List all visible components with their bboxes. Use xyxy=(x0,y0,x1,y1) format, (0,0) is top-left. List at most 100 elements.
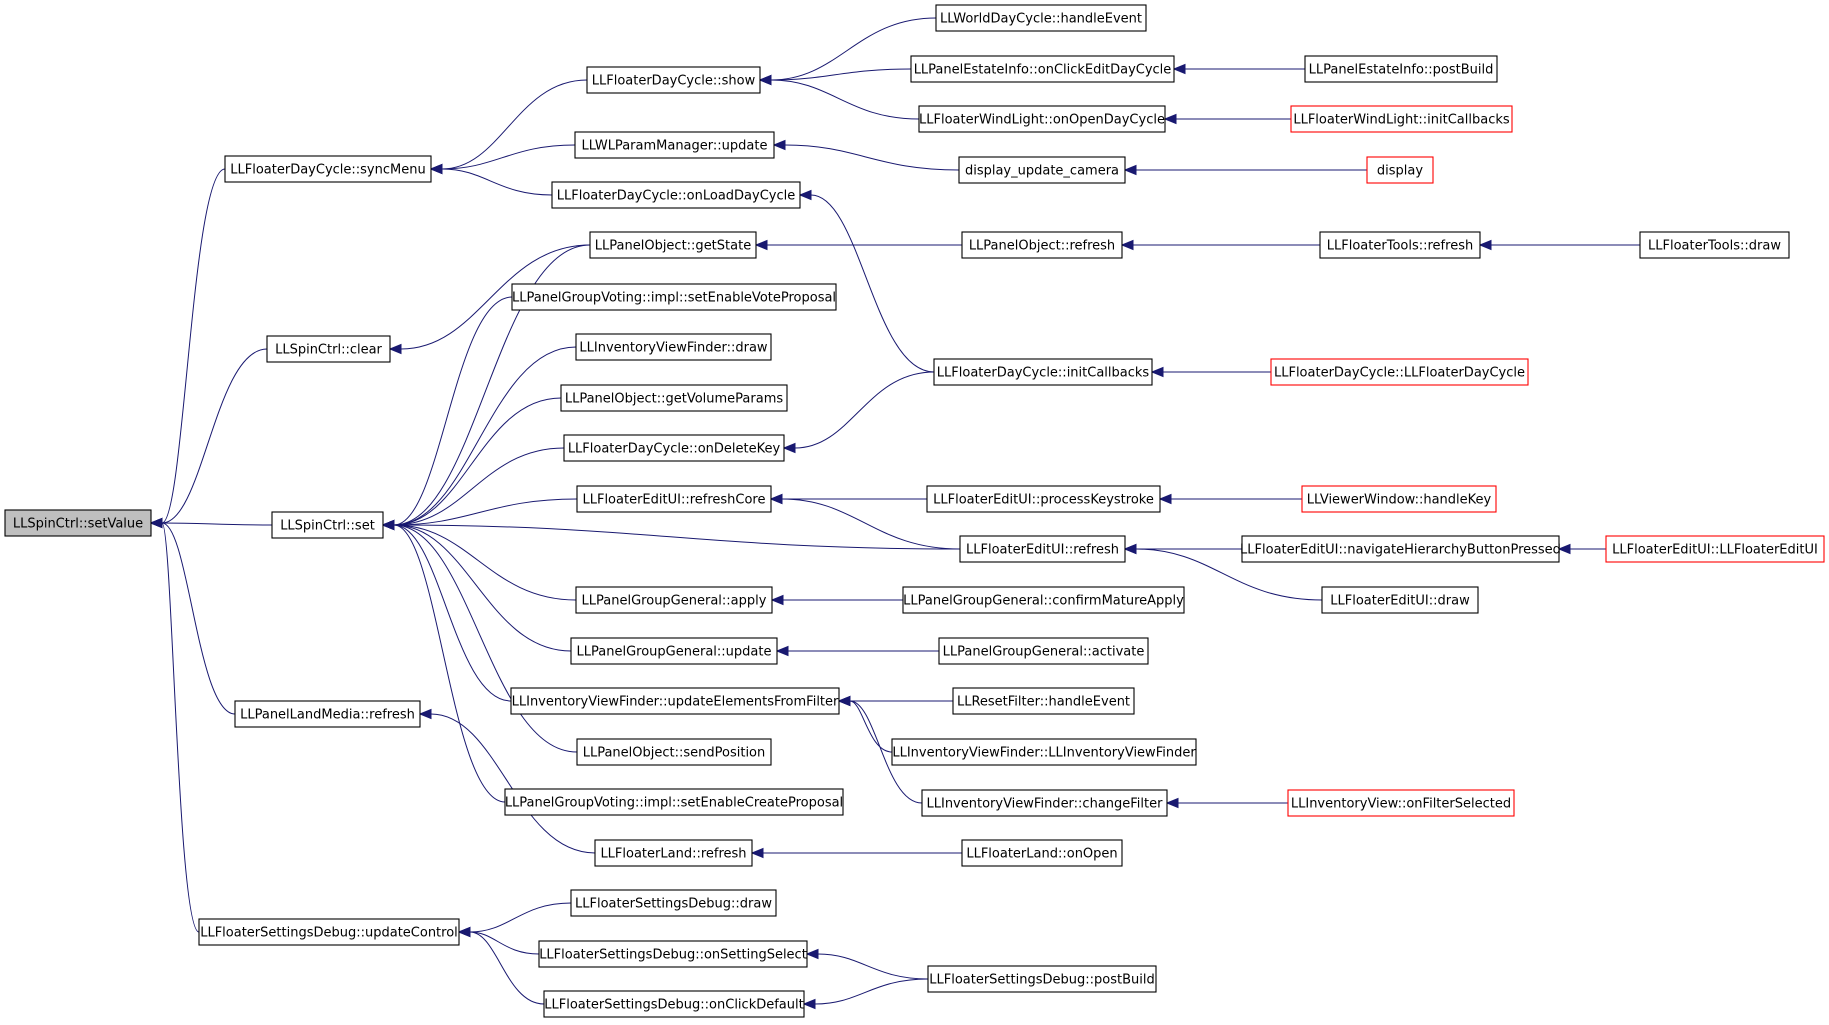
graph-edge xyxy=(381,519,512,702)
graph-edge xyxy=(1150,366,1271,378)
edge-line xyxy=(393,524,577,601)
edge-arrowhead xyxy=(381,519,395,531)
graph-edge xyxy=(775,645,940,657)
graph-node[interactable]: LLInventoryViewFinder::changeFilter xyxy=(921,789,1168,817)
graph-node[interactable]: LLFloaterSettingsDebug::draw xyxy=(570,889,777,917)
edge-line xyxy=(161,522,273,526)
edge-line xyxy=(393,244,591,526)
node-box xyxy=(560,384,788,412)
graph-node[interactable]: LLFloaterEditUI::processKeystroke xyxy=(926,485,1161,513)
node-box xyxy=(224,155,432,183)
graph-node[interactable]: display_update_camera xyxy=(958,156,1126,184)
node-label: display_update_camera xyxy=(965,164,1119,179)
graph-node[interactable]: LLInventoryViewFinder::updateElementsFro… xyxy=(510,687,840,715)
graph-node[interactable]: LLFloaterEditUI::refresh xyxy=(959,535,1126,563)
graph-node[interactable]: LLFloaterLand::onOpen xyxy=(961,839,1123,867)
graph-node[interactable]: LLWorldDayCycle::handleEvent xyxy=(935,4,1147,32)
graph-node[interactable]: LLFloaterEditUI::navigateHierarchyButton… xyxy=(1240,535,1561,563)
graph-node[interactable]: LLFloaterDayCycle::syncMenu xyxy=(224,155,432,183)
graph-node[interactable]: LLInventoryViewFinder::LLInventoryViewFi… xyxy=(891,738,1197,766)
graph-edge xyxy=(1123,543,1323,601)
node-label: LLFloaterSettingsDebug::onSettingSelect xyxy=(539,948,807,963)
node-label: LLFloaterEditUI::processKeystroke xyxy=(933,493,1154,508)
graph-node[interactable]: LLFloaterDayCycle::onDeleteKey xyxy=(563,434,785,462)
edge-line xyxy=(161,348,268,524)
graph-node[interactable]: LLFloaterWindLight::initCallbacks xyxy=(1290,105,1513,133)
graph-node[interactable]: LLFloaterEditUI::LLFloaterEditUI xyxy=(1605,535,1825,563)
graph-node[interactable]: LLPanelGroupGeneral::apply xyxy=(575,586,773,614)
graph-node[interactable]: LLPanelLandMedia::refresh xyxy=(234,700,421,728)
edge-arrowhead xyxy=(775,645,789,657)
graph-node[interactable]: LLFloaterDayCycle::initCallbacks xyxy=(933,358,1153,386)
edge-line xyxy=(469,902,572,933)
node-label: LLFloaterEditUI::refresh xyxy=(966,543,1119,558)
node-label: LLSpinCtrl::set xyxy=(280,519,375,534)
graph-node[interactable]: LLFloaterSettingsDebug::updateControl xyxy=(198,918,460,946)
graph-node[interactable]: LLPanelGroupGeneral::activate xyxy=(938,637,1149,665)
graph-edge xyxy=(837,695,923,804)
graph-node[interactable]: LLFloaterTools::draw xyxy=(1639,231,1790,259)
node-label: LLWLParamManager::update xyxy=(582,139,768,154)
edge-arrowhead xyxy=(1150,366,1164,378)
graph-node[interactable]: LLPanelObject::refresh xyxy=(961,231,1123,259)
node-label: LLSpinCtrl::setValue xyxy=(13,517,143,532)
graph-node[interactable]: LLFloaterDayCycle::LLFloaterDayCycle xyxy=(1270,358,1529,386)
graph-node[interactable]: LLFloaterDayCycle::onLoadDayCycle xyxy=(551,181,801,209)
node-label: LLFloaterDayCycle::LLFloaterDayCycle xyxy=(1274,366,1525,381)
graph-node[interactable]: LLPanelEstateInfo::onClickEditDayCycle xyxy=(910,55,1175,83)
node-label: LLPanelEstateInfo::postBuild xyxy=(1309,63,1494,78)
graph-node[interactable]: LLFloaterLand::refresh xyxy=(594,839,753,867)
node-box xyxy=(1241,535,1560,563)
node-box xyxy=(891,738,1197,766)
node-label: LLInventoryViewFinder::updateElementsFro… xyxy=(512,695,839,710)
graph-edge xyxy=(754,239,962,251)
graph-node[interactable]: LLSpinCtrl::set xyxy=(271,511,384,539)
graph-node[interactable]: LLFloaterSettingsDebug::onSettingSelect xyxy=(538,940,808,968)
node-label: LLPanelObject::sendPosition xyxy=(583,746,766,761)
edge-arrowhead xyxy=(1158,493,1172,505)
node-box xyxy=(589,231,757,259)
graph-node[interactable]: LLFloaterTools::refresh xyxy=(1319,231,1481,259)
graph-node[interactable]: LLPanelObject::getVolumeParams xyxy=(560,384,788,412)
edge-arrowhead xyxy=(1165,797,1179,809)
graph-node[interactable]: LLViewerWindow::handleKey xyxy=(1301,485,1497,513)
graph-node[interactable]: LLSpinCtrl::setValue xyxy=(4,509,152,537)
graph-node[interactable]: LLPanelGroupVoting::impl::setEnableCreat… xyxy=(504,788,844,816)
graph-node[interactable]: LLPanelGroupGeneral::update xyxy=(570,637,778,665)
graph-edge xyxy=(758,68,912,86)
edge-arrowhead xyxy=(758,74,772,86)
graph-node[interactable]: LLPanelObject::sendPosition xyxy=(576,738,772,766)
node-label: LLResetFilter::handleEvent xyxy=(957,695,1130,710)
edge-arrowhead xyxy=(418,708,432,720)
graph-node[interactable]: LLFloaterEditUI::draw xyxy=(1321,586,1479,614)
graph-node[interactable]: LLInventoryView::onFilterSelected xyxy=(1287,789,1515,817)
node-box xyxy=(574,131,775,159)
graph-node[interactable]: LLPanelGroupVoting::impl::setEnableVoteP… xyxy=(511,283,837,311)
graph-node[interactable]: LLPanelGroupGeneral::confirmMatureApply xyxy=(902,586,1185,614)
graph-edge xyxy=(758,17,937,86)
node-label: LLFloaterEditUI::navigateHierarchyButton… xyxy=(1240,543,1561,558)
graph-node[interactable]: LLResetFilter::handleEvent xyxy=(952,687,1135,715)
graph-node[interactable]: LLFloaterWindLight::onOpenDayCycle xyxy=(918,105,1166,133)
node-label: LLInventoryViewFinder::LLInventoryViewFi… xyxy=(892,746,1196,761)
graph-edge xyxy=(805,948,929,980)
graph-node[interactable]: LLInventoryViewFinder::draw xyxy=(575,333,772,361)
graph-node[interactable]: LLFloaterSettingsDebug::onClickDefault xyxy=(543,990,805,1018)
node-box xyxy=(933,358,1153,386)
node-box xyxy=(1321,586,1479,614)
edge-line xyxy=(393,524,506,803)
node-box xyxy=(958,156,1126,184)
graph-edge xyxy=(758,74,920,120)
graph-edge xyxy=(1123,164,1367,176)
graph-node[interactable]: LLPanelEstateInfo::postBuild xyxy=(1304,55,1498,83)
graph-node[interactable]: LLFloaterSettingsDebug::postBuild xyxy=(927,965,1157,993)
graph-node[interactable]: LLPanelObject::getState xyxy=(589,231,757,259)
graph-node[interactable]: LLSpinCtrl::clear xyxy=(266,335,391,363)
node-label: LLPanelEstateInfo::onClickEditDayCycle xyxy=(914,63,1172,78)
graph-edge xyxy=(769,493,927,505)
graph-node[interactable]: LLFloaterEditUI::refreshCore xyxy=(576,485,772,513)
graph-node[interactable]: LLWLParamManager::update xyxy=(574,131,775,159)
graph-node[interactable]: LLFloaterDayCycle::show xyxy=(586,66,761,94)
graph-edge xyxy=(381,519,577,601)
graph-node[interactable]: display xyxy=(1366,156,1434,184)
